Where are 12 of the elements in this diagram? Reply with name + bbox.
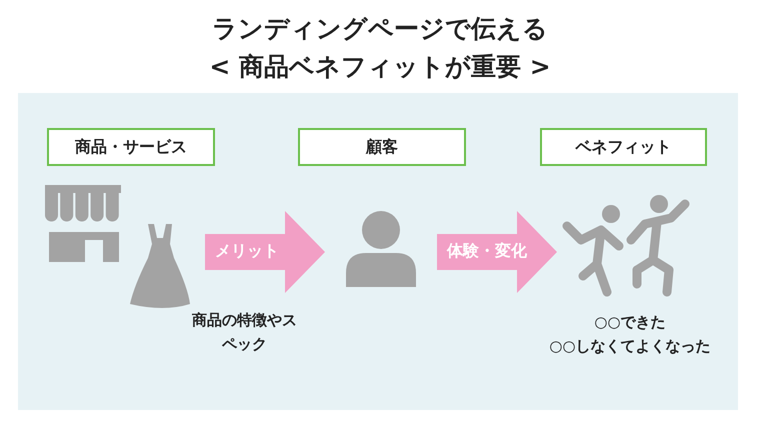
node-label: ○○しなくてよくなった <box>548 336 712 357</box>
node-label: 商品の特徴やスペック <box>192 310 297 355</box>
edge-label: メリット <box>215 241 279 262</box>
node-label: ○○できた <box>593 312 667 333</box>
subtitle: < 商品ベネフィットが重要 > <box>208 51 552 83</box>
arrow <box>437 211 557 293</box>
edge-label: 体験・変化 <box>447 241 527 262</box>
arrow <box>205 211 325 293</box>
label-box: 顧客 <box>298 128 466 166</box>
title: ランディングページで伝える <box>211 13 549 45</box>
label-box: 商品・サービス <box>47 128 215 166</box>
label-box: ベネフィット <box>540 128 707 166</box>
